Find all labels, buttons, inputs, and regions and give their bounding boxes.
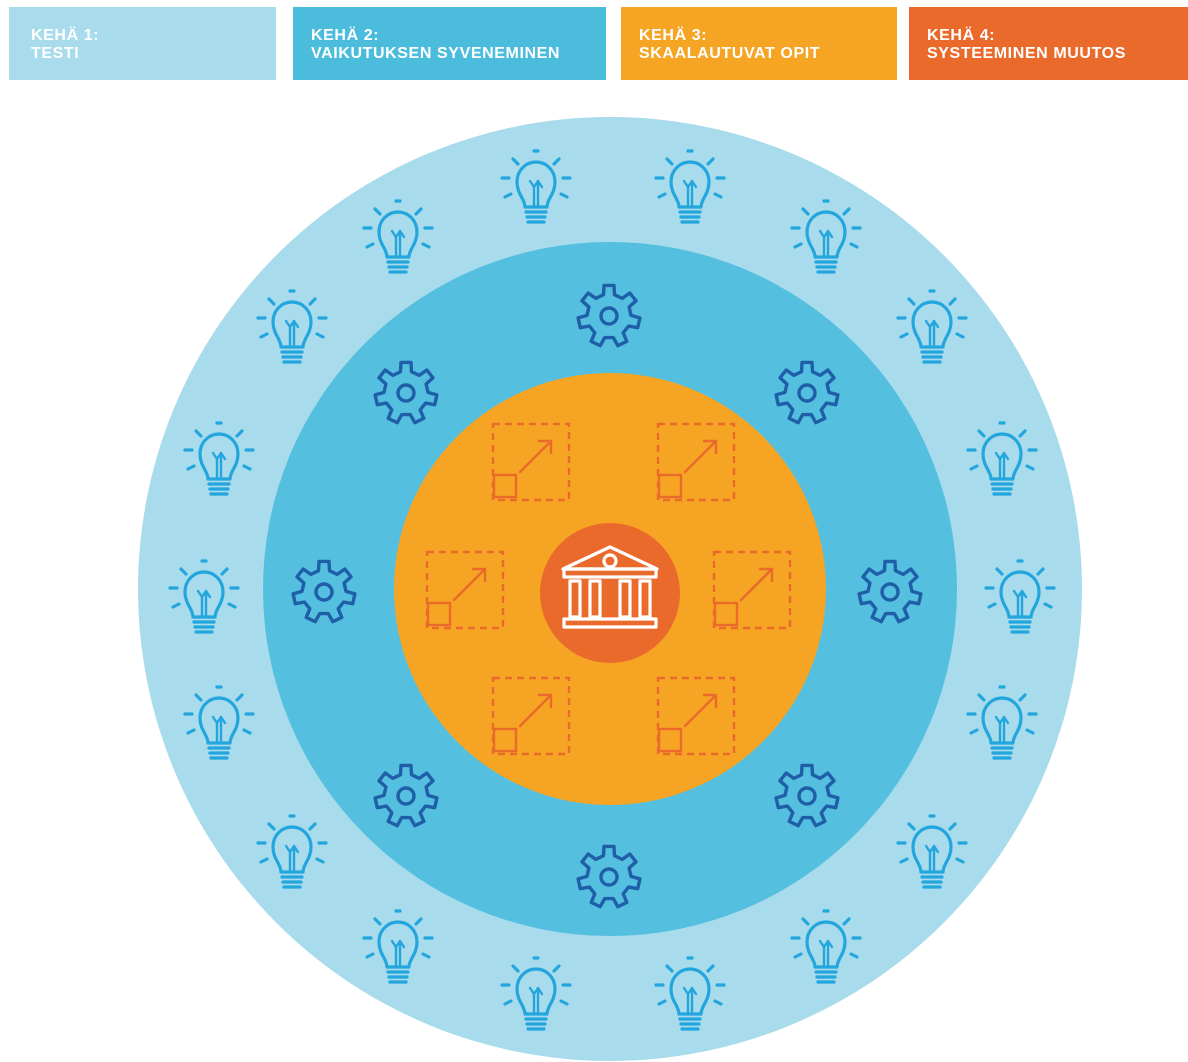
institution-icon bbox=[561, 545, 659, 629]
legend-ring-2: KEHÄ 2: VAIKUTUKSEN SYVENEMINEN bbox=[293, 7, 606, 80]
legend-ring-2-number: KEHÄ 2: bbox=[311, 27, 380, 44]
legend-ring-4-title: SYSTEEMINEN MUUTOS bbox=[927, 45, 1126, 62]
legend-ring-1: KEHÄ 1: TESTI bbox=[9, 7, 276, 80]
legend-ring-3-title: SKAALAUTUVAT OPIT bbox=[639, 45, 821, 62]
ring-center bbox=[540, 523, 680, 663]
legend-ring-4-number: KEHÄ 4: bbox=[927, 27, 996, 44]
legend-ring-4: KEHÄ 4: SYSTEEMINEN MUUTOS bbox=[909, 7, 1188, 80]
legend-ring-3: KEHÄ 3: SKAALAUTUVAT OPIT bbox=[621, 7, 897, 80]
legend-ring-2-title: VAIKUTUKSEN SYVENEMINEN bbox=[311, 45, 561, 62]
legend-ring-1-number: KEHÄ 1: bbox=[31, 27, 100, 44]
legend-ring-1-title: TESTI bbox=[31, 45, 80, 62]
legend-ring-3-number: KEHÄ 3: bbox=[639, 27, 708, 44]
